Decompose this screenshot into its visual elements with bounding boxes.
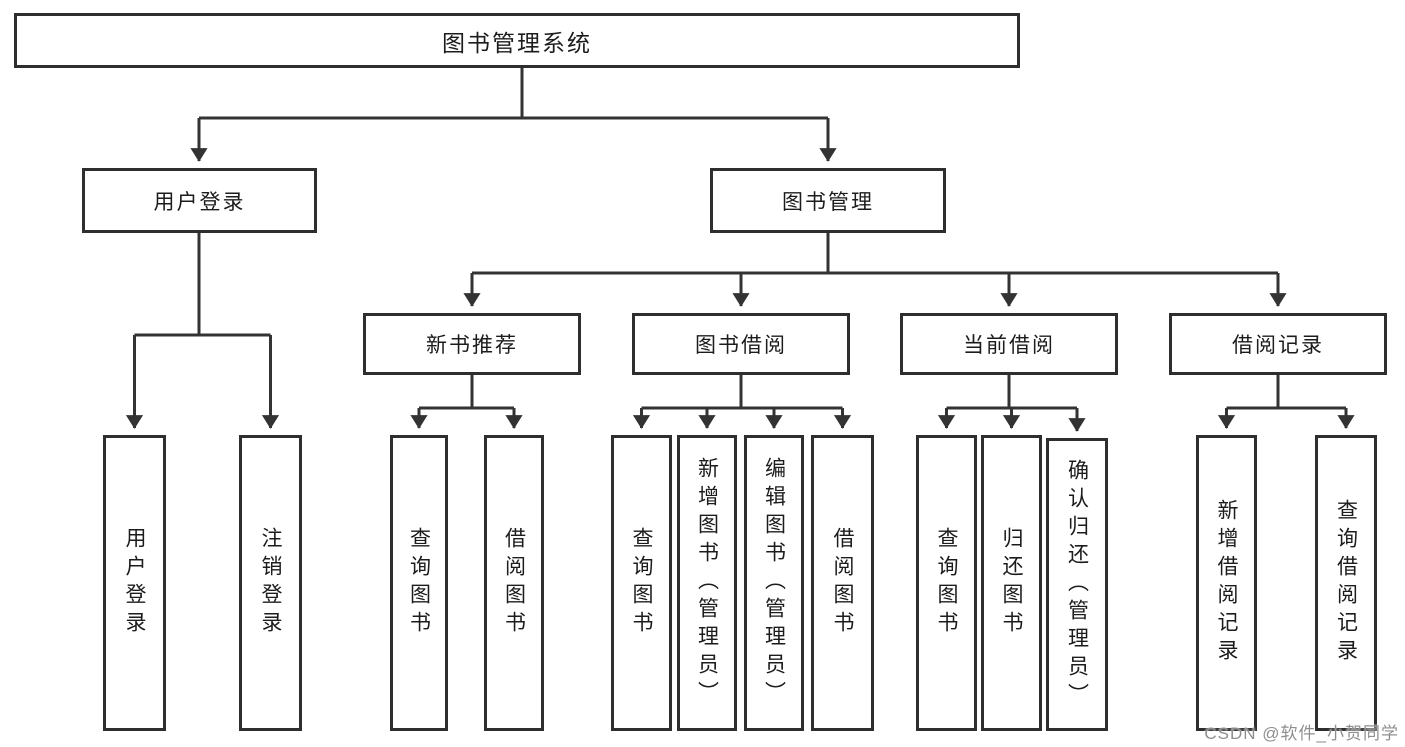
node-borrow-records: 借阅记录 xyxy=(1169,313,1387,375)
node-new-book-recommend-label: 新书推荐 xyxy=(426,334,518,357)
node-book-management: 图书管理 xyxy=(710,168,946,233)
leaf-borrow-books: 借阅图书 xyxy=(811,435,874,731)
leaf-query-books-recommend-label: 查询图书 xyxy=(407,527,431,639)
leaf-logout-login: 注销登录 xyxy=(239,435,302,731)
connector-borrow-records-split xyxy=(1226,375,1346,410)
node-book-management-label: 图书管理 xyxy=(782,190,874,214)
connector-book-borrow-split xyxy=(641,375,843,410)
leaf-borrow-books-label: 借阅图书 xyxy=(831,527,855,639)
node-current-borrow: 当前借阅 xyxy=(900,313,1118,375)
leaf-borrow-books-recommend-label: 借阅图书 xyxy=(502,527,526,639)
node-borrow-records-label: 借阅记录 xyxy=(1232,334,1324,357)
leaf-user-login: 用户登录 xyxy=(103,435,166,731)
leaf-query-books-borrow: 查询图书 xyxy=(611,435,672,731)
connector-root-split xyxy=(199,68,828,120)
leaf-add-borrow-record-label: 新增借阅记录 xyxy=(1215,499,1239,667)
node-book-borrow-label: 图书借阅 xyxy=(695,334,787,357)
connector-current-borrow-split xyxy=(946,375,1077,410)
node-current-borrow-label: 当前借阅 xyxy=(963,334,1055,357)
connector-book-management-split xyxy=(472,233,1278,275)
leaf-confirm-return-admin-label: 确认归还（管理员） xyxy=(1065,458,1089,711)
leaf-add-borrow-record: 新增借阅记录 xyxy=(1196,435,1257,731)
node-new-book-recommend: 新书推荐 xyxy=(363,313,581,375)
leaf-query-books-recommend: 查询图书 xyxy=(390,435,448,731)
leaf-add-book-admin: 新增图书（管理员） xyxy=(677,435,737,731)
node-root-label: 图书管理系统 xyxy=(442,29,592,56)
leaf-return-books: 归还图书 xyxy=(981,435,1042,731)
leaf-query-borrow-record-label: 查询借阅记录 xyxy=(1334,499,1358,667)
csdn-watermark: CSDN @软件_小贺同学 xyxy=(1204,724,1399,743)
leaf-user-login-label: 用户登录 xyxy=(123,527,147,639)
node-book-borrow: 图书借阅 xyxy=(632,313,850,375)
leaf-query-books-current: 查询图书 xyxy=(916,435,977,731)
leaf-query-books-borrow-label: 查询图书 xyxy=(630,527,654,639)
leaf-query-books-current-label: 查询图书 xyxy=(935,527,959,639)
leaf-edit-book-admin: 编辑图书（管理员） xyxy=(744,435,804,731)
connector-new-book-split xyxy=(419,375,514,410)
leaf-edit-book-admin-label: 编辑图书（管理员） xyxy=(762,457,786,709)
leaf-borrow-books-recommend: 借阅图书 xyxy=(484,435,544,731)
node-user-login: 用户登录 xyxy=(82,168,317,233)
leaf-query-borrow-record: 查询借阅记录 xyxy=(1315,435,1377,731)
leaf-add-book-admin-label: 新增图书（管理员） xyxy=(695,457,719,709)
leaf-return-books-label: 归还图书 xyxy=(1000,527,1024,639)
leaf-logout-login-label: 注销登录 xyxy=(259,527,283,639)
node-root-system: 图书管理系统 xyxy=(14,13,1020,68)
leaf-confirm-return-admin: 确认归还（管理员） xyxy=(1046,438,1108,731)
node-user-login-label: 用户登录 xyxy=(153,190,246,214)
connector-user-login-split xyxy=(134,233,271,337)
